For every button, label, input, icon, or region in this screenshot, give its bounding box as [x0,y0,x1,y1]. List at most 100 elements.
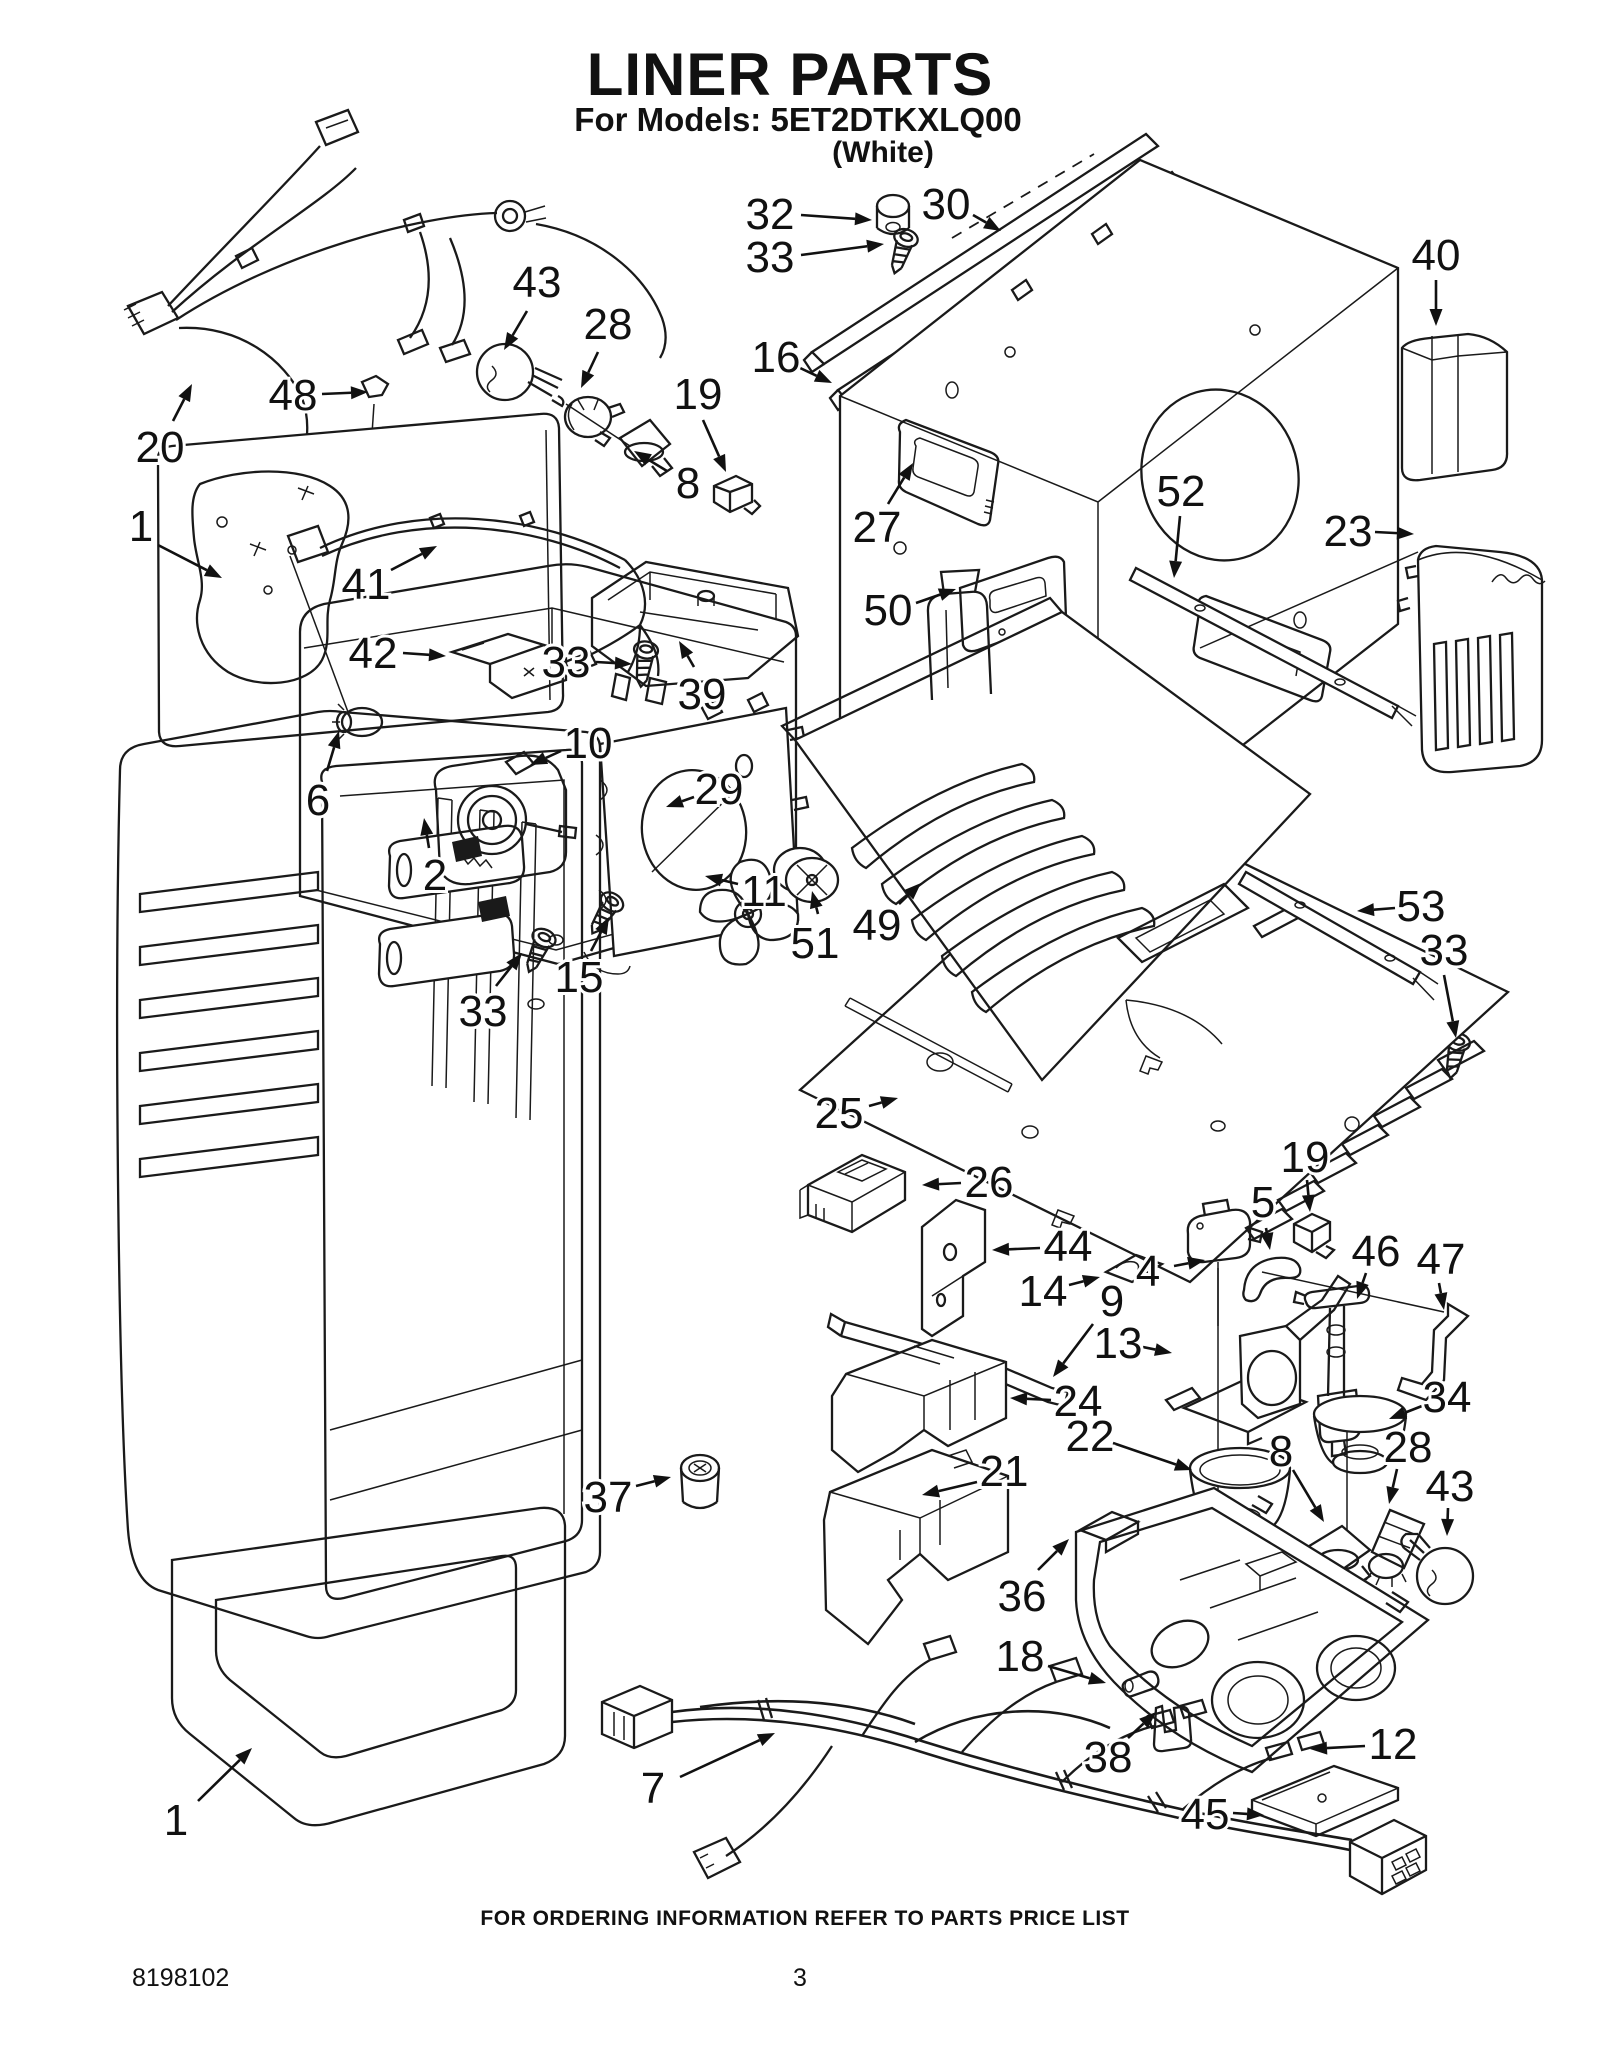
part-rail-53 [1237,870,1439,1001]
callout-arrow-line-43 [511,310,529,337]
callout-arrow-head-28 [581,369,595,388]
callout-number-13: 13 [1094,1319,1143,1368]
callout-arrow-line-28 [587,351,600,374]
part-bracket-13 [1164,1274,1352,1446]
callout-arrow-line-19 [1305,1179,1310,1196]
callout-number-11: 11 [741,867,787,916]
part-rail-52 [1128,566,1417,727]
callout-arrow-head-25 [879,1096,898,1109]
callout-arrow-head-14 [1081,1274,1100,1288]
callout-number-5: 5 [1251,1178,1275,1227]
callout-arrow-line-37 [635,1479,655,1488]
part-grommet-8-top [618,418,674,478]
callout-number-7: 7 [641,1764,665,1813]
callout-arrow-head-47 [1434,1292,1448,1310]
callout-arrow-line-16 [797,365,818,377]
callout-number-32: 32 [746,190,795,239]
callout-arrow-head-43 [504,332,519,350]
callout-number-28: 28 [584,300,633,349]
callout-arrow-head-43 [1441,1518,1455,1536]
part-funnel-cup-34 [1312,1394,1408,1475]
callout-arrow-line-33 [595,660,616,665]
callout-arrow-head-28 [1386,1485,1400,1504]
callout-arrow-line-33 [800,244,868,257]
callout-number-1: 1 [129,502,153,551]
callout-arrow-head-1 [235,1748,252,1765]
callout-arrow-line-29 [681,795,695,803]
part-clip-38 [1152,1704,1193,1753]
callout-arrow-line-15 [589,931,603,952]
callout-arrow-line-25 [868,1101,882,1108]
callout-arrow-head-44 [992,1242,1010,1256]
callout-number-53: 53 [1397,882,1446,931]
part-wire-harness-41 [286,510,668,706]
callout-arrow-head-12 [1310,1741,1328,1755]
callout-arrow-head-41 [418,546,437,560]
callout-arrow-head-33 [506,953,522,971]
callout-arrow-head-51 [810,891,823,910]
callout-arrow-line-36 [1037,1550,1058,1571]
callout-number-19: 19 [674,370,723,419]
callout-number-19: 19 [1281,1133,1330,1182]
callout-arrow-line-11 [721,878,739,886]
part-roller-51 [772,846,840,904]
callout-number-37: 37 [584,1473,633,1522]
part-switch-19-lower [1292,1212,1336,1260]
callout-number-12: 12 [1369,1720,1418,1769]
callout-number-8: 8 [676,459,700,508]
callout-arrow-head-37 [652,1474,671,1488]
callout-arrow-head-11 [705,873,724,887]
callout-arrow-line-30 [972,213,987,224]
callout-arrow-line-47 [1437,1282,1443,1294]
part-switch-19-top [712,474,762,516]
callout-arrow-head-18 [1087,1671,1106,1685]
callout-number-40: 40 [1412,231,1461,280]
callout-number-34: 34 [1423,1373,1472,1422]
callout-arrow-line-49 [898,893,910,905]
callout-arrow-head-38 [1139,1712,1156,1729]
callout-arrow-head-23 [1396,526,1414,540]
callout-number-26: 26 [965,1158,1014,1207]
callout-arrow-line-12 [1326,1744,1366,1750]
callout-arrow-line-24 [1026,1397,1052,1402]
callout-arrow-head-8 [1309,1504,1324,1522]
callout-arrow-line-4 [1173,1261,1189,1268]
callout-arrow-head-19 [713,453,726,472]
callout-arrow-line-46 [1361,1272,1368,1284]
part-air-duct-24 [830,1338,1008,1474]
callout-arrow-head-22 [1173,1458,1192,1471]
callout-number-29: 29 [695,765,744,814]
callout-arrow-head-36 [1052,1539,1069,1556]
callout-arrow-line-52 [1174,515,1182,562]
callout-arrow-head-46 [1356,1280,1369,1299]
callout-arrow-head-24 [1010,1392,1028,1406]
callout-arrow-line-51 [815,907,820,915]
callout-number-18: 18 [996,1632,1045,1681]
callout-arrow-line-13 [1142,1345,1156,1351]
callout-number-15: 15 [555,953,604,1002]
callout-arrow-head-48 [350,386,368,400]
callout-arrow-line-18 [1047,1664,1091,1680]
callout-number-10: 10 [564,719,613,768]
callout-arrow-head-42 [428,648,446,662]
callout-arrow-head-9 [1053,1359,1069,1377]
page-number: 3 [793,1964,807,1992]
callout-arrow-line-26 [938,1181,962,1186]
part-bracket-42 [448,632,568,700]
callout-number-8: 8 [1269,1427,1293,1476]
callout-arrow-line-48 [321,391,352,396]
callout-number-36: 36 [998,1572,1047,1621]
callout-number-23: 23 [1324,507,1373,556]
callout-arrow-head-32 [854,212,872,226]
part-roller-32 [875,193,911,236]
callout-number-39: 39 [678,670,727,719]
part-shield-plate-45 [1250,1764,1400,1838]
callout-arrow-line-6 [325,746,336,772]
footer-note: FOR ORDERING INFORMATION REFER TO PARTS … [480,1907,1130,1930]
callout-number-30: 30 [922,180,971,229]
callout-number-33: 33 [1420,926,1469,975]
callout-arrow-line-20 [171,398,186,422]
callout-arrow-line-8 [1291,1469,1317,1509]
